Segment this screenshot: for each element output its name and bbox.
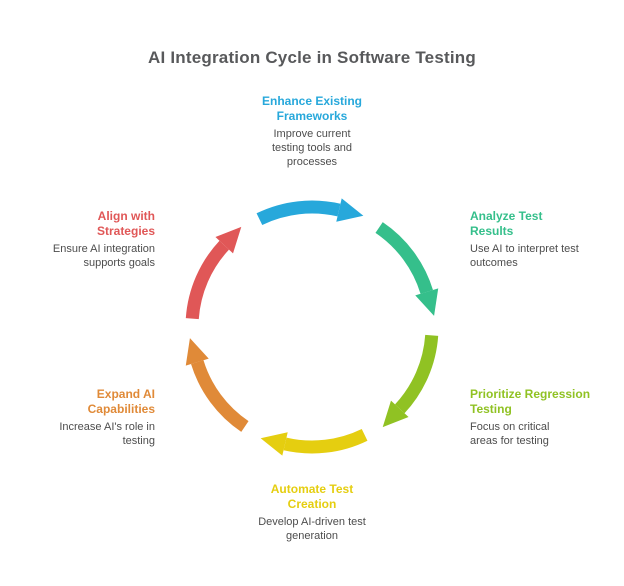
step-description: Focus on critical areas for testing	[470, 421, 550, 447]
step-title: Enhance Existing Frameworks	[261, 94, 363, 123]
cycle-arc-analyze-test-results	[375, 222, 433, 294]
arrowhead-icon-enhance-existing-frameworks	[336, 198, 364, 222]
arrowhead-icon-automate-test-creation	[260, 432, 288, 456]
arrowhead-icon-analyze-test-results	[415, 288, 439, 316]
step-description: Increase AI's role in testing	[59, 421, 155, 447]
step-description: Use AI to interpret test outcomes	[470, 243, 579, 269]
step-align-with-strategies: Align with Strategies Ensure AI integrat…	[15, 209, 155, 270]
cycle-arc-prioritize-regression-testing	[394, 334, 439, 414]
step-description: Improve current testing tools and proces…	[271, 128, 353, 168]
step-prioritize-regression-testing: Prioritize Regression Testing Focus on c…	[470, 387, 620, 448]
page-title: AI Integration Cycle in Software Testing	[148, 48, 476, 67]
step-automate-test-creation: Automate Test Creation Develop AI-driven…	[227, 482, 397, 543]
step-title: Analyze Test Results	[470, 209, 543, 238]
cycle-arc-automate-test-creation	[283, 428, 368, 454]
step-description: Ensure AI integration supports goals	[52, 243, 155, 269]
arrowhead-icon-prioritize-regression-testing	[382, 400, 409, 428]
cycle-arc-align-with-strategies	[185, 240, 230, 320]
arrowhead-icon-align-with-strategies	[215, 226, 242, 254]
step-description: Develop AI-driven test generation	[258, 516, 366, 542]
step-analyze-test-results: Analyze Test Results Use AI to interpret…	[470, 209, 615, 270]
arrowhead-icon-expand-ai-capabilities	[185, 338, 209, 366]
step-enhance-existing-frameworks: Enhance Existing Frameworks Improve curr…	[227, 94, 397, 169]
step-title: Align with Strategies	[96, 209, 155, 238]
cycle-arc-enhance-existing-frameworks	[256, 200, 341, 226]
step-title: Expand AI Capabilities	[87, 387, 155, 416]
step-title: Automate Test Creation	[270, 482, 354, 511]
cycle-arc-expand-ai-capabilities	[191, 360, 249, 432]
step-title: Prioritize Regression Testing	[470, 387, 591, 416]
step-expand-ai-capabilities: Expand AI Capabilities Increase AI's rol…	[15, 387, 155, 448]
